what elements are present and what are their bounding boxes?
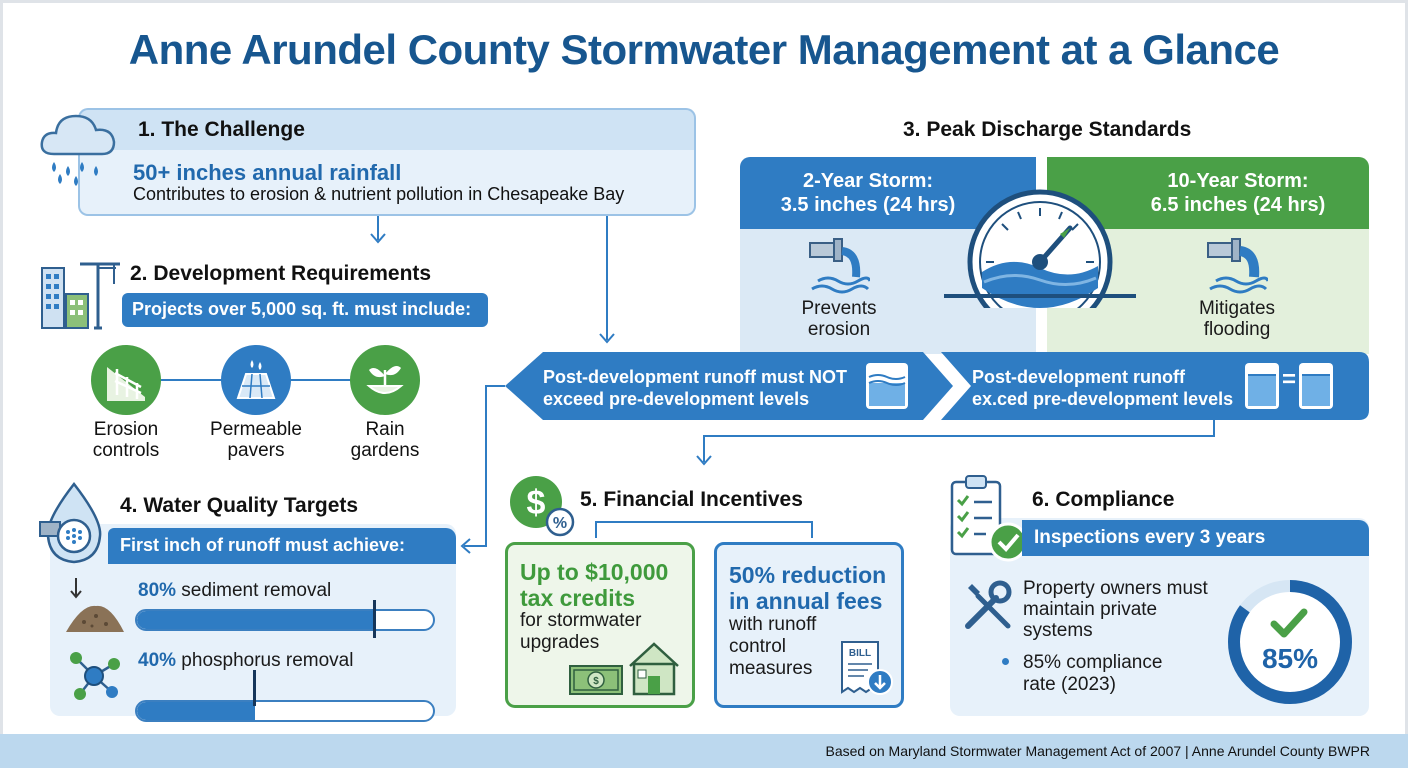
pipe-outflow-icon: [808, 237, 872, 300]
storm-10yr-title: 10-Year Storm:: [1167, 170, 1309, 192]
phosphorus-progress-fill: [137, 702, 256, 720]
connector-banner-to-financial: [703, 420, 1215, 462]
water-level-before-icon: [1245, 363, 1279, 409]
molecule-icon: [64, 646, 124, 709]
storm-10yr-subtitle: 6.5 inches (24 hrs): [1150, 194, 1326, 216]
svg-text:%: %: [553, 515, 567, 532]
connector-arrowhead: [599, 333, 615, 344]
compliance-band: Inspections every 3 years: [1022, 520, 1369, 556]
buildings-crane-icon: [40, 254, 122, 335]
target-phosphorus-label: 40% phosphorus removal: [138, 650, 354, 671]
development-heading: 2. Development Requirements: [130, 262, 432, 285]
challenge-detail: Contributes to erosion & nutrient pollut…: [133, 184, 625, 204]
compliance-ring: 85%: [1228, 580, 1352, 704]
footer-source: Based on Maryland Stormwater Management …: [825, 743, 1371, 759]
sediment-progress-marker: [373, 600, 376, 638]
sediment-progress-fill: [137, 611, 374, 629]
footer-bar: [0, 734, 1408, 768]
challenge-header: [78, 108, 696, 150]
peak-heading: 3. Peak Discharge Standards: [903, 118, 1192, 141]
compliance-ring-value: 85%: [1262, 643, 1318, 674]
connector-arrowhead: [370, 233, 386, 244]
compliance-ring-arc: [1228, 580, 1352, 704]
challenge-body: [78, 150, 696, 216]
dollar-percent-icon: $%: [506, 472, 576, 543]
storm-10yr-header: 10-Year Storm: 6.5 inches (24 hrs): [1047, 157, 1369, 229]
svg-text:$: $: [527, 484, 546, 522]
water-drop-filter-icon: [38, 480, 110, 573]
connector-banner-to-quality: [464, 385, 505, 547]
development-band: Projects over 5,000 sq. ft. must include…: [122, 293, 488, 327]
water-quality-band: First inch of runoff must achieve:: [108, 528, 456, 564]
water-level-after-icon: [1299, 363, 1333, 409]
connector-financial-split: [595, 521, 813, 538]
compliance-heading: 6. Compliance: [1032, 488, 1175, 511]
water-quality-heading: 4. Water Quality Targets: [120, 494, 359, 517]
storm-2yr-title: 2-Year Storm:: [802, 170, 934, 192]
wrench-screwdriver-icon: [960, 578, 1016, 639]
money-house-icon: $: [566, 636, 684, 703]
bullet-dot: [1002, 658, 1009, 665]
rain-cloud-icon: [36, 104, 122, 193]
sediment-progress-bar: [135, 609, 435, 631]
svg-text:$: $: [593, 676, 599, 687]
plant-icon: [350, 345, 420, 415]
connector-arrowhead: [696, 455, 712, 466]
connector-arrowhead: [460, 538, 471, 554]
pavers-icon: [221, 345, 291, 415]
clipboard-check-icon: [946, 472, 1030, 569]
challenge-heading: 1. The Challenge: [138, 118, 305, 141]
storm-2yr-subtitle: 3.5 inches (24 hrs): [780, 194, 956, 216]
pipe-outflow-icon: [1206, 237, 1270, 300]
page-title: Anne Arundel County Stormwater Managemen…: [128, 26, 1280, 73]
erosion-fence-icon: [91, 345, 161, 415]
financial-heading: 5. Financial Incentives: [580, 488, 803, 511]
equals-sign: =: [1282, 366, 1297, 393]
target-sediment-label: 80% sediment removal: [138, 580, 332, 601]
sediment-pile-icon: [62, 574, 128, 641]
bill-icon: BILL: [838, 640, 896, 703]
bill-label: BILL: [849, 648, 871, 659]
phosphorus-progress-bar: [135, 700, 435, 722]
challenge-highlight: 50+ inches annual rainfall: [133, 160, 402, 185]
check-icon: [1270, 608, 1308, 638]
phosphorus-progress-marker: [253, 670, 256, 706]
gauge-icon: [940, 188, 1140, 335]
water-level-icon: [866, 363, 908, 409]
